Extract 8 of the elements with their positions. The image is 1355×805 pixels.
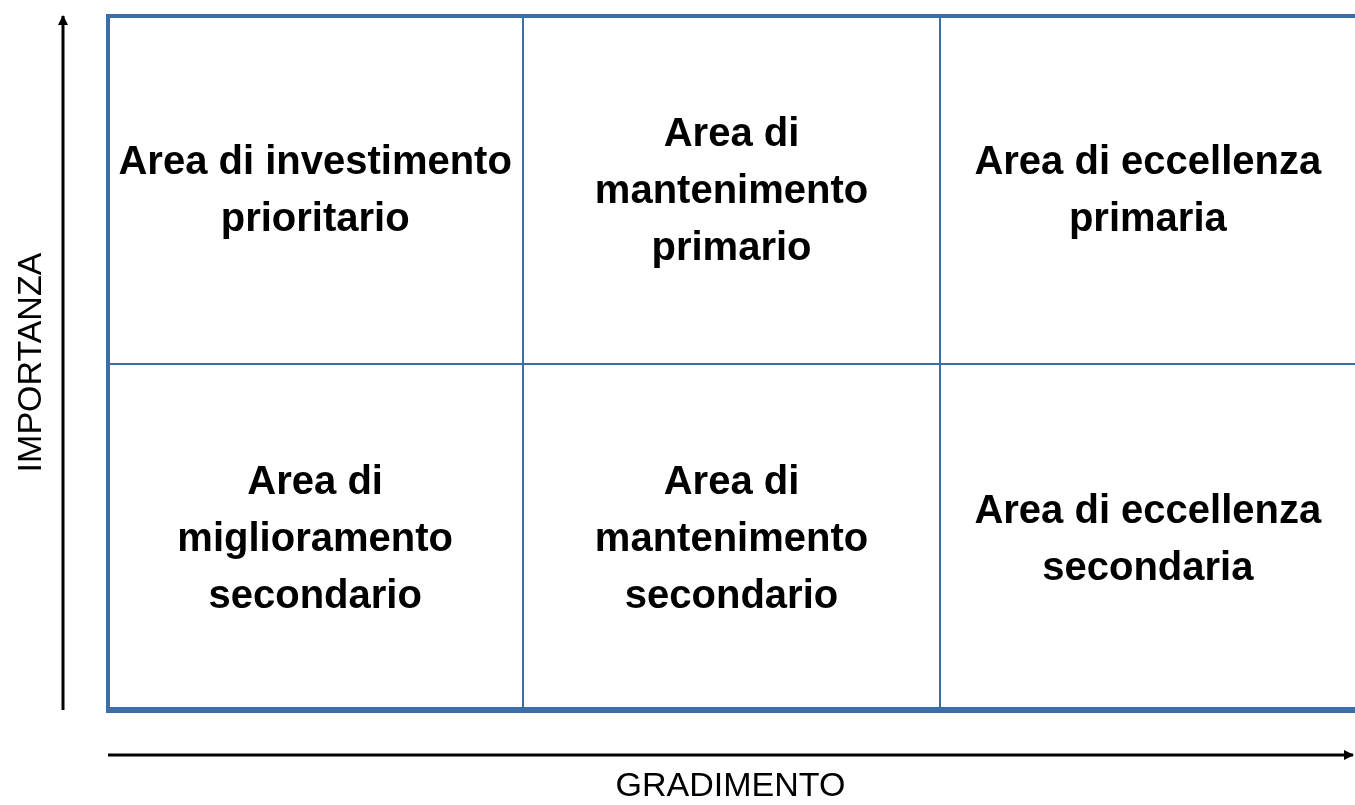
cell-label: Area di mantenimento primario — [593, 108, 870, 270]
cell-label: Area di eccellenza primaria — [973, 137, 1323, 242]
cell-label: Area di miglioramento secondario — [176, 457, 454, 619]
axis-label: IMPORTANZA — [9, 252, 50, 473]
cell-label: Area di mantenimento secondario — [593, 457, 870, 619]
cell-label: Area di eccellenza secondaria — [973, 485, 1323, 590]
cell-label: Area di investimento prioritario — [117, 137, 513, 242]
axis-label: GRADIMENTO — [615, 764, 846, 804]
